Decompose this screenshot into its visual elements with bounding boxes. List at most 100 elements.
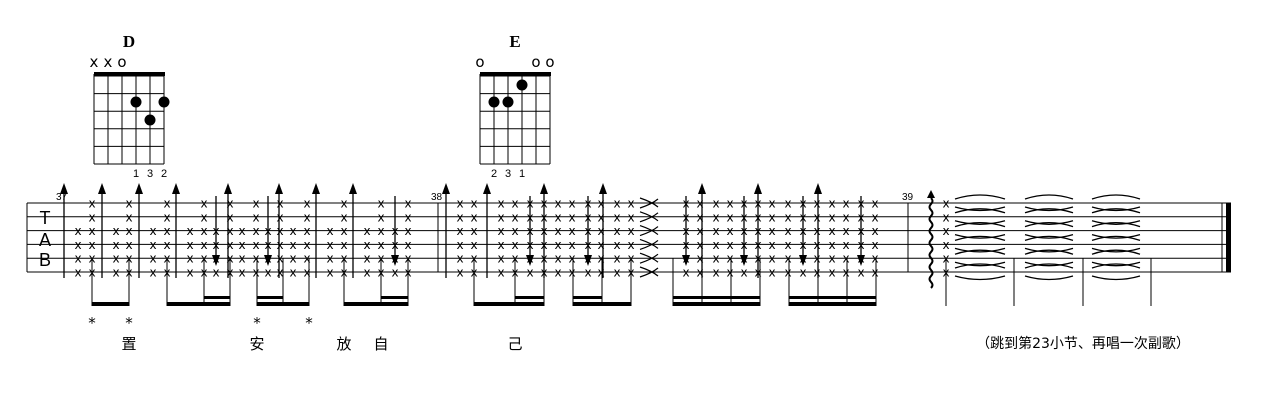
upstroke-arrow xyxy=(540,183,548,194)
muted-note: x xyxy=(613,238,620,252)
muted-note: x xyxy=(303,238,310,252)
tie-curve xyxy=(639,266,659,277)
muted-note: x xyxy=(326,224,333,238)
muted-note: x xyxy=(226,197,233,211)
muted-note: x xyxy=(726,266,733,280)
muted-note: x xyxy=(942,238,949,252)
muted-note: x xyxy=(363,252,370,266)
muted-note: x xyxy=(226,238,233,252)
mute-marker-6: x xyxy=(90,53,99,71)
muted-note: x xyxy=(163,224,170,238)
tie-curve xyxy=(1024,220,1074,225)
barlines xyxy=(26,203,1231,272)
muted-note: x xyxy=(238,252,245,266)
muted-note: x xyxy=(456,252,463,266)
muted-note: x xyxy=(627,238,634,252)
tie-curve xyxy=(639,198,659,209)
strum-notes: xxxxxxxxxxxxxxxxxxxxxxxxxxxxxxxxxxxxxxxx… xyxy=(60,183,950,280)
muted-note: x xyxy=(252,252,259,266)
tie-curve xyxy=(639,267,659,278)
muted-note: x xyxy=(726,252,733,266)
muted-note: x xyxy=(784,238,791,252)
tie-curve xyxy=(1024,247,1074,253)
open-marker-4: o xyxy=(117,53,126,71)
measure-number: 38 xyxy=(431,192,443,203)
chord-name-e: E xyxy=(509,32,520,51)
muted-note: x xyxy=(497,224,504,238)
tie-curve xyxy=(1024,235,1074,242)
muted-note: x xyxy=(470,197,477,211)
chord-nut xyxy=(480,72,551,76)
tie-curve xyxy=(1091,208,1141,214)
muted-note: x xyxy=(74,266,81,280)
muted-note: x xyxy=(568,266,575,280)
muted-note: x xyxy=(726,197,733,211)
muted-note: x xyxy=(627,210,634,224)
muted-note: x xyxy=(768,238,775,252)
tie-curve xyxy=(954,220,1006,225)
beam xyxy=(167,302,230,306)
muted-note: x xyxy=(497,210,504,224)
muted-note: x xyxy=(942,210,949,224)
tie-curve xyxy=(1024,221,1074,228)
muted-note: x xyxy=(799,266,806,280)
muted-note: x xyxy=(768,266,775,280)
muted-note: x xyxy=(568,197,575,211)
open-marker-6: o xyxy=(475,53,484,71)
tie-curve xyxy=(954,206,1006,212)
muted-note: x xyxy=(276,197,283,211)
muted-note: x xyxy=(726,224,733,238)
muted-note: x xyxy=(238,238,245,252)
upstroke-arrow xyxy=(698,183,706,194)
muted-note: x xyxy=(200,224,207,238)
tie-curve xyxy=(639,252,659,263)
muted-note: x xyxy=(568,210,575,224)
muted-note: x xyxy=(276,238,283,252)
secondary-beam xyxy=(573,296,602,299)
muted-note: x xyxy=(149,238,156,252)
muted-note: x xyxy=(252,197,259,211)
muted-note: x xyxy=(226,224,233,238)
tie-curve xyxy=(1024,233,1074,239)
tab-clef-b: B xyxy=(39,250,51,270)
muted-note: x xyxy=(377,210,384,224)
muted-note: x xyxy=(340,224,347,238)
muted-note: x xyxy=(554,266,561,280)
chord-diagram-d: D x x o 1 3 2 xyxy=(90,32,170,180)
muted-note: x xyxy=(696,210,703,224)
muted-note: x xyxy=(871,266,878,280)
tie-curve xyxy=(1091,247,1141,253)
muted-note: x xyxy=(149,266,156,280)
muted-note: x xyxy=(784,210,791,224)
muted-note: x xyxy=(613,224,620,238)
open-marker-1: o xyxy=(545,53,554,71)
upstroke-arrow xyxy=(442,183,450,194)
muted-note: x xyxy=(682,266,689,280)
tie-curve xyxy=(1091,233,1141,239)
muted-note: x xyxy=(740,266,747,280)
tie-curve xyxy=(1091,261,1141,267)
beam xyxy=(673,302,760,306)
muted-note: x xyxy=(842,210,849,224)
beam xyxy=(789,302,876,306)
muted-note: x xyxy=(497,252,504,266)
upstroke-arrow xyxy=(60,183,68,194)
muted-note: x xyxy=(768,224,775,238)
tie-curve xyxy=(639,225,659,236)
upstroke-arrow xyxy=(599,183,607,194)
tie-curve xyxy=(1091,235,1141,242)
muted-note: x xyxy=(125,224,132,238)
muted-note: x xyxy=(289,252,296,266)
upstroke-arrow xyxy=(275,183,283,194)
finger-dot xyxy=(144,114,156,126)
muted-note: x xyxy=(554,210,561,224)
upstroke-arrow xyxy=(98,183,106,194)
tie-curve xyxy=(639,253,659,264)
muted-note: x xyxy=(712,252,719,266)
fretboard-grid-e xyxy=(479,72,551,165)
muted-note: x xyxy=(238,224,245,238)
muted-note: x xyxy=(712,266,719,280)
tie-curve xyxy=(639,212,659,223)
tie-curve xyxy=(1024,208,1074,214)
